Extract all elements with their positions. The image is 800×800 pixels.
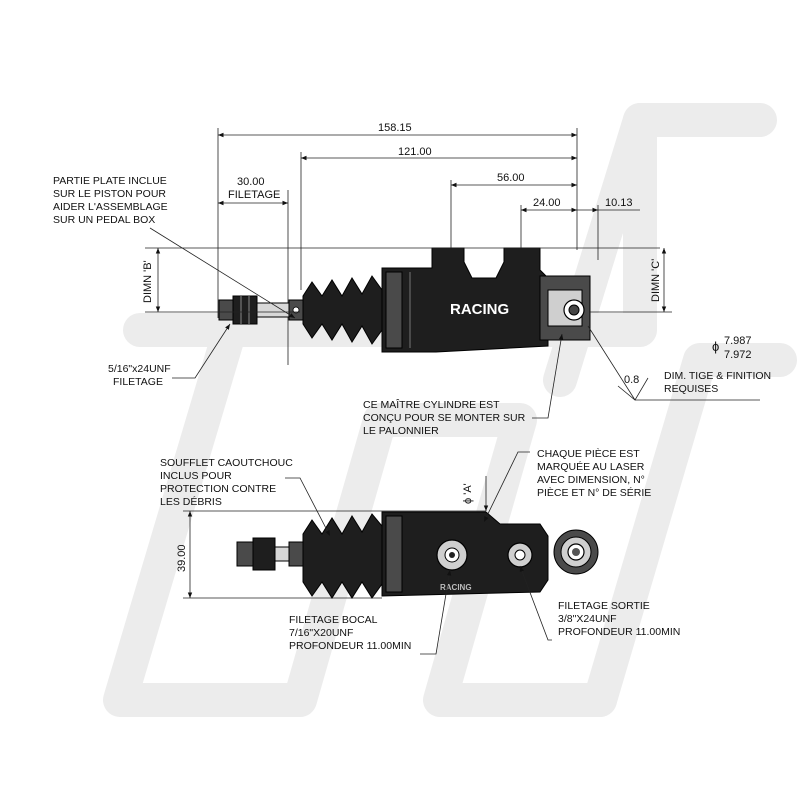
note-flat-part: PARTIE PLATE INCLUE SUR LE PISTON POUR A… — [53, 175, 296, 319]
svg-text:MARQUÉE AU LASER: MARQUÉE AU LASER — [537, 460, 645, 473]
svg-text:SUR LE PISTON POUR: SUR LE PISTON POUR — [53, 188, 166, 200]
svg-text:PARTIE PLATE INCLUE: PARTIE PLATE INCLUE — [53, 175, 167, 187]
note-outlet-thread: FILETAGE SORTIE 3/8"X24UNF PROFONDEUR 11… — [519, 565, 680, 641]
svg-text:CONÇU POUR SE MONTER SUR: CONÇU POUR SE MONTER SUR — [363, 412, 526, 424]
dim-overall-length: 158.15 — [378, 122, 412, 134]
svg-text:REQUISES: REQUISES — [664, 383, 718, 395]
svg-text:DIM. TIGE & FINITION: DIM. TIGE & FINITION — [664, 370, 771, 382]
svg-text:AVEC DIMENSION, N°: AVEC DIMENSION, N° — [537, 474, 645, 486]
svg-text:CHAQUE PIÈCE EST: CHAQUE PIÈCE EST — [537, 447, 640, 460]
svg-text:CE MAÎTRE CYLINDRE EST: CE MAÎTRE CYLINDRE EST — [363, 398, 500, 411]
note-laser-mark: CHAQUE PIÈCE EST MARQUÉE AU LASER AVEC D… — [483, 447, 651, 523]
dim-thread-length: 30.00 — [237, 176, 265, 188]
svg-text:7/16"X20UNF: 7/16"X20UNF — [289, 627, 353, 639]
rod-thread — [256, 302, 290, 318]
svg-text:SUR UN PEDAL BOX: SUR UN PEDAL BOX — [53, 214, 155, 226]
svg-text:5/16"x24UNF: 5/16"x24UNF — [108, 363, 171, 375]
svg-text:SOUFFLET CAOUTCHOUC: SOUFFLET CAOUTCHOUC — [160, 457, 293, 469]
svg-text:LE PALONNIER: LE PALONNIER — [363, 425, 439, 437]
dim-mid-length: 56.00 — [497, 172, 525, 184]
note-rod-thread: 5/16"x24UNF FILETAGE — [108, 323, 231, 388]
dim-phi-a: ϕ 'A' — [462, 483, 474, 504]
dim-c: DIMN 'C' — [650, 259, 662, 302]
svg-text:PROFONDEUR 11.00MIN: PROFONDEUR 11.00MIN — [289, 640, 411, 652]
bore-dia-max: 7.987 — [724, 335, 752, 347]
svg-text:INCLUS POUR: INCLUS POUR — [160, 470, 232, 482]
dim-port-length: 24.00 — [533, 197, 561, 209]
ap-logo: RACING — [450, 301, 509, 318]
side-view-cylinder: RACING — [236, 511, 599, 599]
svg-text:AIDER L'ASSEMBLAGE: AIDER L'ASSEMBLAGE — [53, 201, 168, 213]
svg-text:3/8"X24UNF: 3/8"X24UNF — [558, 613, 617, 625]
dim-thread-label: FILETAGE — [228, 189, 280, 201]
dim-b: DIMN 'B' — [142, 260, 154, 303]
side-rod-end — [236, 541, 254, 567]
dim-body-length: 121.00 — [398, 146, 432, 158]
top-view-cylinder: RACING — [217, 128, 599, 365]
svg-text:FILETAGE BOCAL: FILETAGE BOCAL — [289, 614, 378, 626]
svg-text:PROTECTION CONTRE: PROTECTION CONTRE — [160, 483, 276, 495]
bore-dia-symbol: ϕ — [712, 339, 719, 354]
note-rod-finish: DIM. TIGE & FINITION REQUISES — [664, 370, 771, 395]
dim-end-length: 10.13 — [605, 197, 633, 209]
side-racing-mark: RACING — [440, 583, 472, 592]
svg-text:FILETAGE: FILETAGE — [113, 376, 163, 388]
note-boot: SOUFFLET CAOUTCHOUC INCLUS POUR PROTECTI… — [160, 457, 331, 537]
rod-nut — [232, 295, 258, 325]
cylinder-body — [381, 247, 549, 353]
svg-text:LES DÉBRIS: LES DÉBRIS — [160, 495, 222, 508]
side-dimensions: 39.00 ϕ 'A' — [176, 476, 489, 599]
note-inlet-thread: FILETAGE BOCAL 7/16"X20UNF PROFONDEUR 11… — [289, 569, 452, 655]
surface-finish: 0.8 — [624, 374, 639, 386]
note-pedal-mount: CE MAÎTRE CYLINDRE EST CONÇU POUR SE MON… — [363, 333, 564, 437]
svg-text:FILETAGE SORTIE: FILETAGE SORTIE — [558, 600, 650, 612]
svg-text:PROFONDEUR 11.00MIN: PROFONDEUR 11.00MIN — [558, 626, 680, 638]
top-dimensions: 158.15 121.00 56.00 24.00 10.13 30.00 FI… — [142, 122, 760, 401]
bore-dia-min: 7.972 — [724, 349, 752, 361]
rod-end-stub — [218, 299, 234, 321]
svg-text:PIÈCE ET N° DE SÉRIE: PIÈCE ET N° DE SÉRIE — [537, 486, 651, 499]
side-rod-nut — [252, 537, 276, 571]
dim-height: 39.00 — [176, 544, 188, 572]
